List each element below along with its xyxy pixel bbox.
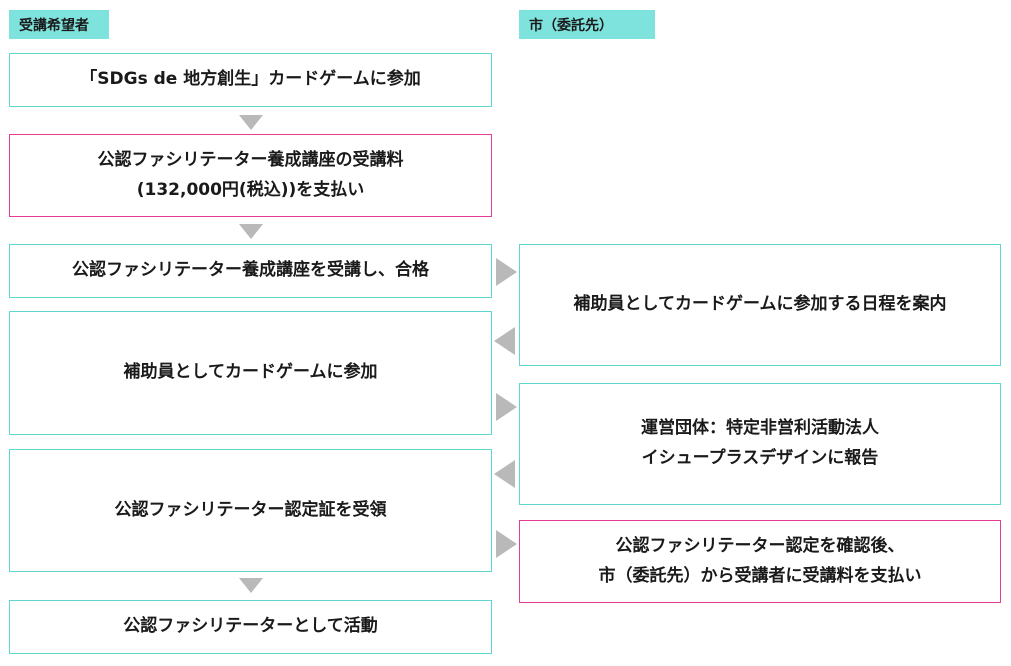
city-step-reimburse-fee: 公認ファシリテーター認定を確認後、 市（委託先）から受講者に受講料を支払い	[519, 520, 1001, 603]
city-step-schedule-guidance: 補助員としてカードゲームに参加する日程を案内	[519, 244, 1001, 366]
step-receive-certificate: 公認ファシリテーター認定証を受領	[9, 449, 492, 572]
step-label: (132,000円(税込))を支払い	[136, 179, 365, 200]
right-arrow-icon	[496, 258, 517, 286]
lane-header-city: 市（委託先）	[519, 10, 655, 39]
step-label: 公認ファシリテーター養成講座の受講料	[97, 149, 404, 170]
lane-header-applicant: 受講希望者	[9, 10, 109, 39]
step-label: 公認ファシリテーター認定証を受領	[114, 499, 387, 520]
right-arrow-icon	[496, 530, 517, 558]
down-arrow-icon	[239, 115, 263, 130]
step-label: 「SDGs de 地方創生」カードゲームに参加	[80, 69, 421, 90]
step-participate-as-assistant: 補助員としてカードゲームに参加	[9, 311, 492, 435]
step-active-facilitator: 公認ファシリテーターとして活動	[9, 600, 492, 654]
step-label: 公認ファシリテーター養成講座を受講し、合格	[72, 260, 429, 281]
step-label: 補助員としてカードゲームに参加	[123, 362, 378, 383]
step-attend-and-pass-course: 公認ファシリテーター養成講座を受講し、合格	[9, 244, 492, 298]
city-step-report-to-organizer: 運営団体：特定非営利活動法人 イシュープラスデザインに報告	[519, 383, 1001, 505]
step-label: イシュープラスデザインに報告	[641, 448, 879, 468]
step-label: 市（委託先）から受講者に受講料を支払い	[598, 565, 922, 586]
left-arrow-icon	[494, 327, 515, 355]
step-label: 公認ファシリテーターとして活動	[123, 616, 378, 637]
step-card-game-participation: 「SDGs de 地方創生」カードゲームに参加	[9, 53, 492, 107]
left-arrow-icon	[494, 460, 515, 488]
step-label: 運営団体：特定非営利活動法人	[641, 418, 879, 439]
down-arrow-icon	[239, 224, 263, 239]
step-pay-course-fee: 公認ファシリテーター養成講座の受講料 (132,000円(税込))を支払い	[9, 134, 492, 217]
down-arrow-icon	[239, 578, 263, 593]
step-label: 公認ファシリテーター認定を確認後、	[615, 535, 905, 556]
right-arrow-icon	[496, 393, 517, 421]
step-label: 補助員としてカードゲームに参加する日程を案内	[573, 294, 947, 315]
